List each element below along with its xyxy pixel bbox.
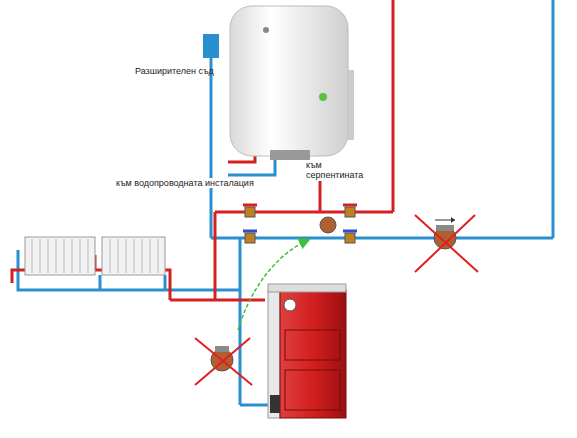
- pipe-label: Разширителен съд: [135, 66, 214, 76]
- pipe-label: към водопроводната инсталация: [115, 178, 255, 188]
- pipe-label: към серпентината: [305, 160, 364, 181]
